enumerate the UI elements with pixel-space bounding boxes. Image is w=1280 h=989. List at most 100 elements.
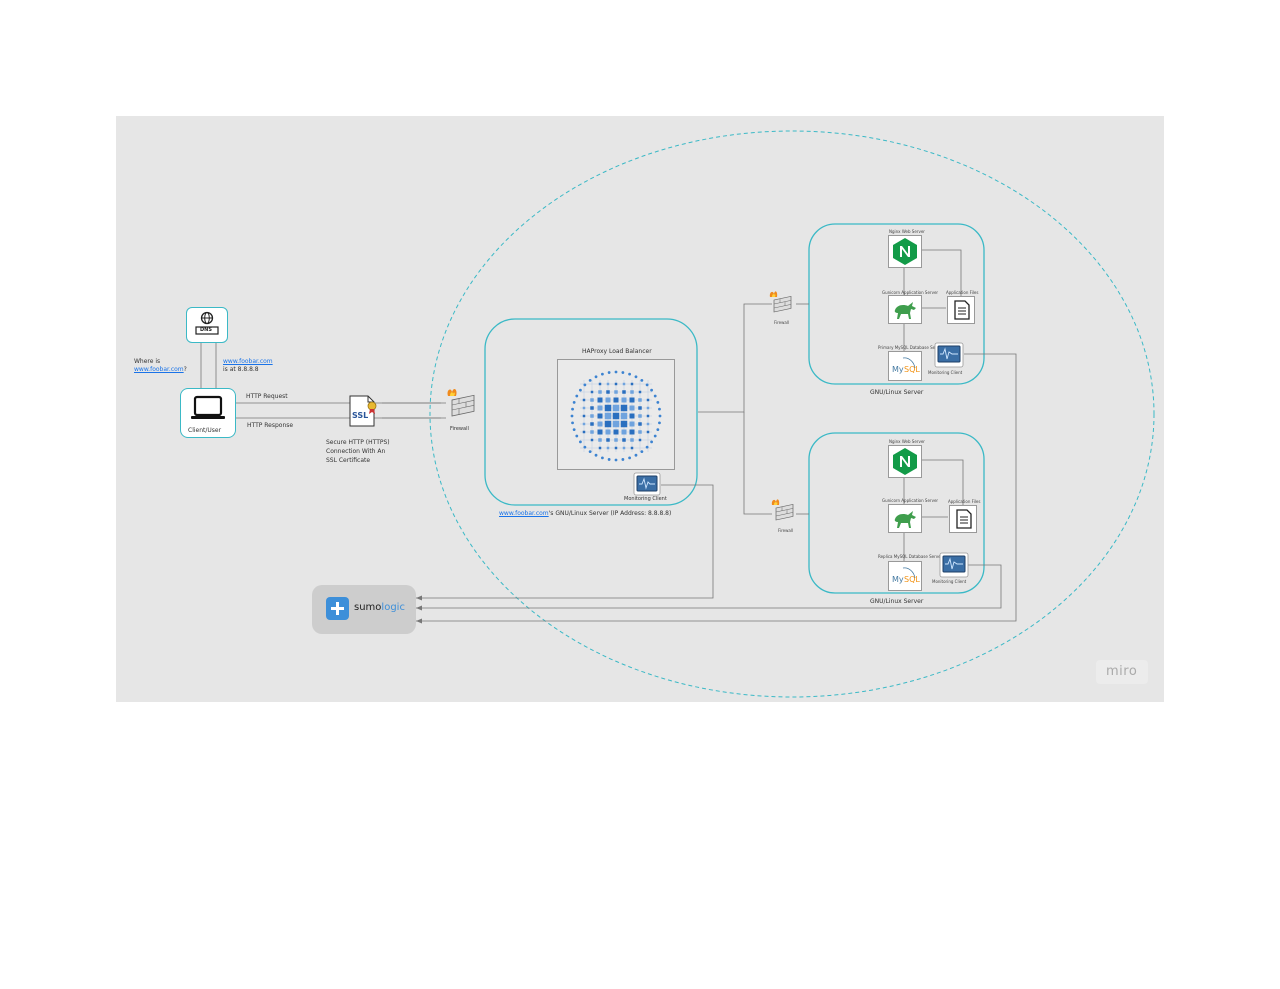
server-1-files-icon bbox=[947, 296, 975, 324]
haproxy-logo-cell bbox=[630, 446, 634, 450]
server-1-nginx-icon bbox=[888, 235, 922, 268]
server-1-mysql-icon: My SQL bbox=[888, 351, 922, 381]
haproxy-logo-cell bbox=[605, 429, 611, 435]
haproxy-logo-icon bbox=[570, 370, 662, 462]
dns-question-suffix: ? bbox=[183, 366, 187, 373]
ssl-text: SSL bbox=[352, 411, 369, 420]
haproxy-logo-cell bbox=[590, 414, 594, 418]
haproxy-logo-cell bbox=[638, 390, 642, 394]
haproxy-logo-dot bbox=[583, 383, 587, 387]
haproxy-logo-dot bbox=[634, 375, 638, 379]
server-2-gunicorn-icon bbox=[888, 504, 922, 533]
haproxy-logo-cell bbox=[646, 422, 650, 426]
svg-text:My: My bbox=[892, 575, 904, 584]
haproxy-logo-cell bbox=[620, 420, 628, 428]
haproxy-logo-dot bbox=[628, 372, 631, 376]
server-1-monitoring-label: Monitoring Client bbox=[928, 370, 963, 375]
lb-caption-rest: 's GNU/Linux Server (IP Address: 8.8.8.8… bbox=[548, 510, 672, 517]
haproxy-logo-cell bbox=[621, 429, 627, 435]
server-1-firewall-label: Firewall bbox=[774, 320, 790, 325]
lb-monitoring-icon bbox=[633, 472, 661, 496]
http-response-label: HTTP Response bbox=[247, 422, 294, 429]
haproxy-logo-cell bbox=[614, 390, 618, 394]
haproxy-logo-cell bbox=[613, 397, 619, 403]
server-1-db-label: Primary MySQL Database Server bbox=[878, 345, 944, 350]
haproxy-logo-cell bbox=[646, 414, 650, 418]
server-2-monitoring-label: Monitoring Client bbox=[932, 579, 967, 584]
haproxy-logo-dot bbox=[607, 371, 611, 374]
haproxy-logo-dot bbox=[572, 401, 576, 404]
haproxy-logo-cell bbox=[612, 404, 620, 412]
haproxy-logo-cell bbox=[621, 397, 627, 403]
sumologic-name-a: sumo bbox=[354, 602, 382, 613]
haproxy-logo-dot bbox=[583, 445, 587, 449]
haproxy-logo-dot bbox=[656, 401, 660, 404]
haproxy-logo-cell bbox=[604, 412, 612, 420]
http-request-label: HTTP Request bbox=[246, 393, 288, 400]
laptop-icon bbox=[191, 395, 225, 419]
haproxy-logo-cell bbox=[638, 398, 642, 402]
svg-text:SQL: SQL bbox=[904, 575, 920, 584]
server-2-app-label: Gunicorn Application Server bbox=[882, 498, 939, 503]
ssl-certificate-icon: SSL bbox=[348, 394, 380, 428]
server-2-outline bbox=[808, 432, 985, 594]
haproxy-logo-cell bbox=[605, 397, 611, 403]
haproxy-logo-dot bbox=[614, 458, 618, 462]
haproxy-logo-cell bbox=[606, 382, 610, 386]
haproxy-logo-cell bbox=[606, 390, 610, 394]
haproxy-logo-cell bbox=[629, 413, 635, 419]
ssl-caption-line-1: Secure HTTP (HTTPS) bbox=[326, 439, 390, 446]
haproxy-logo-cell bbox=[646, 406, 650, 410]
haproxy-logo-cell bbox=[622, 382, 626, 386]
connectors-layer bbox=[200, 130, 1155, 698]
haproxy-logo-cell bbox=[582, 406, 586, 410]
svg-text:My: My bbox=[892, 365, 904, 374]
haproxy-logo-cell bbox=[582, 422, 586, 426]
haproxy-logo-cell bbox=[614, 446, 618, 450]
haproxy-logo-cell bbox=[590, 438, 594, 442]
haproxy-logo-dot bbox=[607, 458, 611, 461]
dns-answer-domain[interactable]: www.foobar.com bbox=[223, 358, 273, 365]
haproxy-logo-dot bbox=[601, 456, 604, 460]
haproxy-logo-dot bbox=[594, 453, 598, 457]
haproxy-logo-cell bbox=[612, 420, 620, 428]
haproxy-logo-dot bbox=[579, 388, 582, 392]
haproxy-logo-dot bbox=[571, 407, 574, 411]
lb-server-caption: www.foobar.com's GNU/Linux Server (IP Ad… bbox=[499, 510, 671, 517]
haproxy-logo-cell bbox=[590, 398, 594, 402]
server-2-nginx-icon bbox=[888, 445, 922, 478]
haproxy-logo-cell bbox=[629, 421, 635, 427]
haproxy-logo-cell bbox=[629, 429, 635, 435]
server-2-db-label: Replica MySQL Database Server bbox=[878, 554, 943, 559]
network-boundary-ellipse bbox=[429, 130, 1155, 698]
firewall-main-label: Firewall bbox=[450, 426, 469, 432]
haproxy-logo-cell bbox=[629, 397, 635, 403]
haproxy-logo-dot bbox=[621, 458, 625, 461]
dns-badge-text: DNS bbox=[200, 327, 212, 333]
haproxy-logo-cell bbox=[597, 421, 603, 427]
server-1-files-label: Application Files bbox=[946, 290, 979, 295]
haproxy-logo-cell bbox=[613, 429, 619, 435]
haproxy-logo-cell bbox=[598, 438, 602, 442]
haproxy-logo-cell bbox=[622, 390, 626, 394]
haproxy-logo-cell bbox=[604, 420, 612, 428]
haproxy-logo-dot bbox=[571, 421, 574, 425]
server-2-label: GNU/Linux Server bbox=[870, 598, 924, 605]
haproxy-logo-dot bbox=[614, 370, 618, 374]
s2-files-nginx bbox=[920, 459, 964, 505]
haproxy-logo-cell bbox=[630, 390, 634, 394]
arrow-head-3 bbox=[416, 618, 422, 624]
haproxy-logo-cell bbox=[582, 414, 586, 418]
haproxy-logo-dot bbox=[579, 440, 582, 444]
haproxy-logo-cell bbox=[598, 382, 602, 386]
haproxy-logo-cell bbox=[590, 406, 594, 410]
client-label: Client/User bbox=[188, 427, 222, 434]
sumologic-node[interactable]: sumologic bbox=[312, 585, 416, 634]
haproxy-logo-cell bbox=[606, 438, 610, 442]
server-2-files-label: Application Files bbox=[948, 499, 981, 504]
dns-question-domain[interactable]: www.foobar.com bbox=[134, 366, 184, 373]
lb-caption-domain[interactable]: www.foobar.com bbox=[499, 510, 549, 517]
dns-icon: DNS bbox=[186, 307, 228, 343]
haproxy-logo-dot bbox=[640, 379, 644, 382]
haproxy-logo-dot bbox=[653, 434, 657, 438]
